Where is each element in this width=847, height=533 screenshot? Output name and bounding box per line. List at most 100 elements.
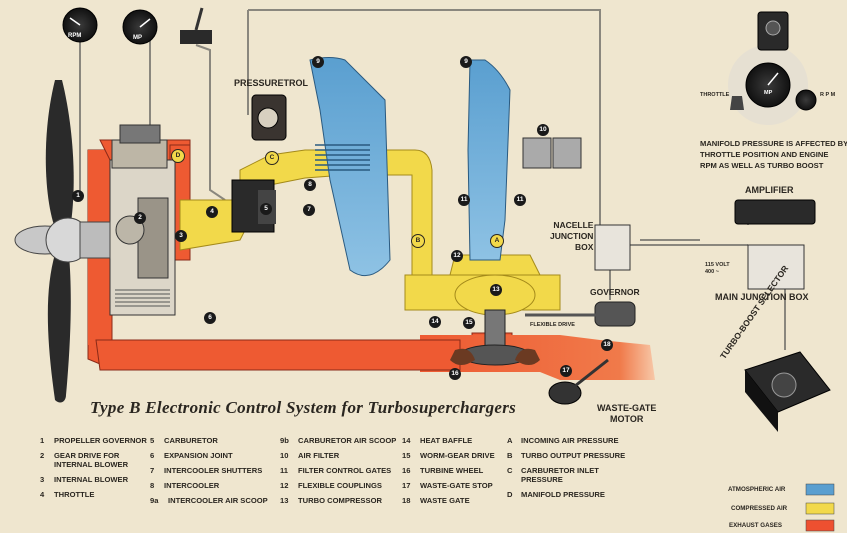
legend-item-number: 6 (150, 451, 155, 460)
legend-item-text: TURBINE WHEEL (420, 466, 484, 475)
amplifier-unit (734, 199, 816, 225)
atmospheric-air-swatch (805, 483, 835, 496)
rpm-gauge (62, 7, 98, 43)
swatch-label-exhaust: EXHAUST GASES (729, 522, 782, 529)
callout-11b: 11 (514, 194, 526, 206)
legend-item-number: 2 (40, 451, 45, 460)
legend-item-text: PROPELLER GOVERNOR (54, 436, 147, 445)
legend-item-text: MANIFOLD PRESSURE (521, 490, 605, 499)
legend-item-number: 7 (150, 466, 155, 475)
air-filter (522, 137, 582, 169)
swatch-label-compressed: COMPRESSED AIR (731, 505, 788, 512)
legend-item-number: 9b (280, 436, 289, 445)
legend-item-number: 14 (402, 436, 411, 445)
pressuretrol-label: PRESSURETROL (234, 78, 309, 88)
waste-gate-motor (548, 358, 609, 405)
legend-item-text: GEAR DRIVE FOR INTERNAL BLOWER (54, 451, 129, 469)
legend-item-text: THROTTLE (54, 490, 95, 499)
legend-item-number: 15 (402, 451, 411, 460)
callout-1: 1 (72, 190, 84, 202)
rpm-gauge-label: RPM (68, 33, 82, 39)
main-junction-box-label: MAIN JUNCTION BOX (715, 292, 809, 302)
legend-item: 9b CARBURETOR AIR SCOOP (280, 436, 405, 445)
callout-3: 3 (175, 230, 187, 242)
throttle-inset-label: THROTTLE (700, 92, 730, 98)
callout-a: A (490, 234, 504, 248)
legend-item-text: WASTE-GATE STOP (420, 481, 493, 490)
rpm-inset-label: R P M (820, 92, 836, 98)
legend-item-text: AIR FILTER (298, 451, 340, 460)
carburetor-air-scoop (467, 59, 511, 261)
legend-item: 10 AIR FILTER (280, 451, 405, 460)
callout-11a: 11 (458, 194, 470, 206)
callout-4: 4 (206, 206, 218, 218)
callout-17: 17 (560, 365, 572, 377)
legend-item-number: 8 (150, 481, 155, 490)
legend-item-number: 17 (402, 481, 411, 490)
callout-b: B (411, 234, 425, 248)
legend-item-text: CARBURETOR (164, 436, 218, 445)
legend-item: 13 TURBO COMPRESSOR (280, 496, 405, 505)
legend-item-text: TURBO COMPRESSOR (298, 496, 382, 505)
throttle-linkage (195, 44, 226, 201)
legend-item-number: C (507, 466, 513, 475)
legend-item-number: D (507, 490, 513, 499)
callout-2: 2 (134, 212, 146, 224)
legend-item-text: INTERCOOLER SHUTTERS (164, 466, 263, 475)
compressed-air-swatch (805, 502, 835, 515)
callout-5: 5 (260, 203, 272, 215)
legend-item-text: CARBURETOR INLET PRESSURE (521, 466, 599, 484)
legend-item-text: HEAT BAFFLE (420, 436, 473, 445)
exhaust-gases-swatch (805, 519, 835, 532)
legend-item-number: 11 (280, 466, 289, 475)
swatch-label-atmospheric: ATMOSPHERIC AIR (728, 486, 786, 493)
callout-9b: 9 (460, 56, 472, 68)
legend-item: D MANIFOLD PRESSURE (507, 490, 637, 499)
legend-item: B TURBO OUTPUT PRESSURE (507, 451, 637, 460)
legend-item-text: INCOMING AIR PRESSURE (521, 436, 619, 445)
nacelle-junction-box (594, 224, 631, 271)
top-wire (248, 9, 601, 225)
legend-item-number: 10 (280, 451, 289, 460)
legend-item-text: INTERCOOLER AIR SCOOP (168, 496, 268, 505)
legend-item-number: B (507, 451, 513, 460)
callout-14: 14 (429, 316, 441, 328)
throttle-quadrant (180, 7, 212, 44)
legend-item-text: WASTE GATE (420, 496, 470, 505)
legend-item-number: 9a (150, 496, 159, 505)
control-wires (79, 9, 811, 350)
legend-item-text: TURBO OUTPUT PRESSURE (521, 451, 626, 460)
legend-item-text: FLEXIBLE COUPLINGS (298, 481, 382, 490)
governor-label: GOVERNOR (590, 287, 640, 297)
intercooler (315, 144, 370, 171)
main-junction-box (747, 244, 805, 290)
callout-16: 16 (449, 368, 461, 380)
legend-item: 9a INTERCOOLER AIR SCOOP (150, 496, 280, 505)
turbo-boost-selector (744, 351, 831, 432)
legend-item-number: 13 (280, 496, 289, 505)
mp-gauge-label: MP (133, 35, 142, 41)
callout-18: 18 (601, 339, 613, 351)
propeller (14, 80, 111, 403)
intercooler-air-scoop (309, 57, 391, 277)
callout-13: 13 (490, 284, 502, 296)
mp-inset-label: MP (764, 90, 773, 96)
legend-item-text: CARBURETOR AIR SCOOP (298, 436, 397, 445)
callout-6: 6 (204, 312, 216, 324)
